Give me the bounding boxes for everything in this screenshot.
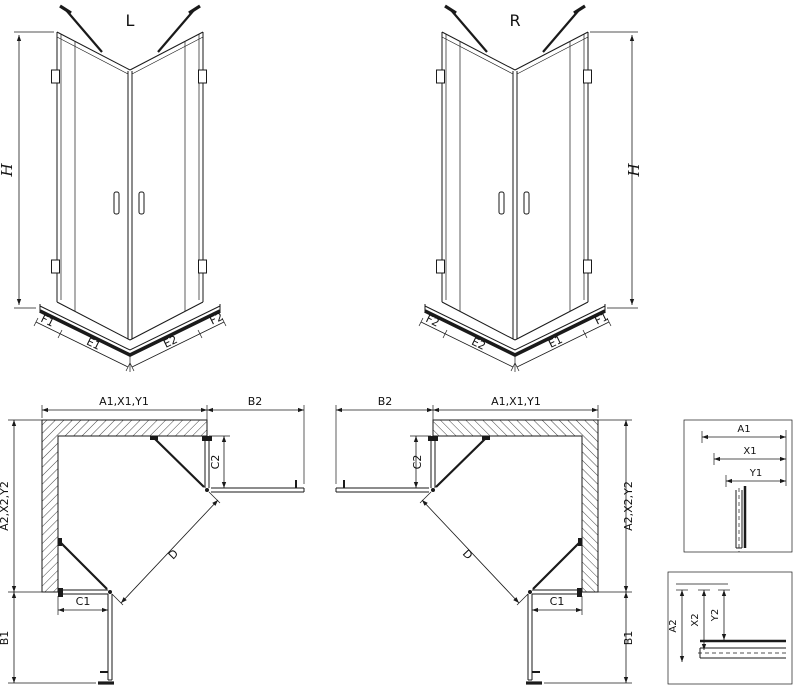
height-dimension-left [14,31,54,309]
detail-label-x2: X2 [690,613,701,626]
dim-label-a1-right: A1,X1,Y1 [491,395,541,408]
plan-view-right [336,405,632,683]
variant-label-left: L [126,11,135,30]
detail-label-y2: Y2 [710,609,721,622]
dim-label-a2-right: A2,X2,Y2 [622,481,635,531]
segment-label-f1-left: F1 [39,312,57,330]
dim-label-b1-right: B1 [622,631,635,646]
height-dimension-right [590,31,638,309]
dim-label-c1-right: C1 [550,595,565,608]
segment-label-e2-left: E2 [161,333,179,351]
segment-label-e2-right: E2 [469,335,487,353]
detail-label-x1: X1 [743,446,756,457]
plan-view-left [8,405,304,683]
segment-label-f1-right: F1 [593,310,611,328]
detail-label-a1: A1 [737,424,750,435]
dim-label-b1-left: B1 [0,631,11,646]
dim-label-c2-left: C2 [209,455,222,470]
dim-label-d-left: D [166,547,181,562]
detail-profile-top [683,419,793,553]
dim-label-d-right: D [460,547,475,562]
detail-label-a2: A2 [668,619,679,632]
detail-label-y1: Y1 [749,468,762,479]
dim-label-b2-left: B2 [248,395,263,408]
segment-label-e1-right: E1 [546,333,564,351]
front-view-right [417,4,613,374]
front-view-left [32,4,228,374]
height-label-left: H [0,163,16,178]
height-label-right: H [625,163,643,178]
segment-label-f2-left: F2 [208,310,226,328]
segment-label-e1-left: E1 [84,335,102,353]
detail-profile-bottom [667,571,793,685]
dim-label-b2-right: B2 [378,395,393,408]
variant-label-right: R [509,11,520,30]
segment-label-f2-right: F2 [424,312,442,330]
dim-label-a1-left: A1,X1,Y1 [99,395,149,408]
dim-label-a2-left: A2,X2,Y2 [0,481,11,531]
dim-label-c2-right: C2 [411,455,424,470]
dim-label-c1-left: C1 [76,595,91,608]
